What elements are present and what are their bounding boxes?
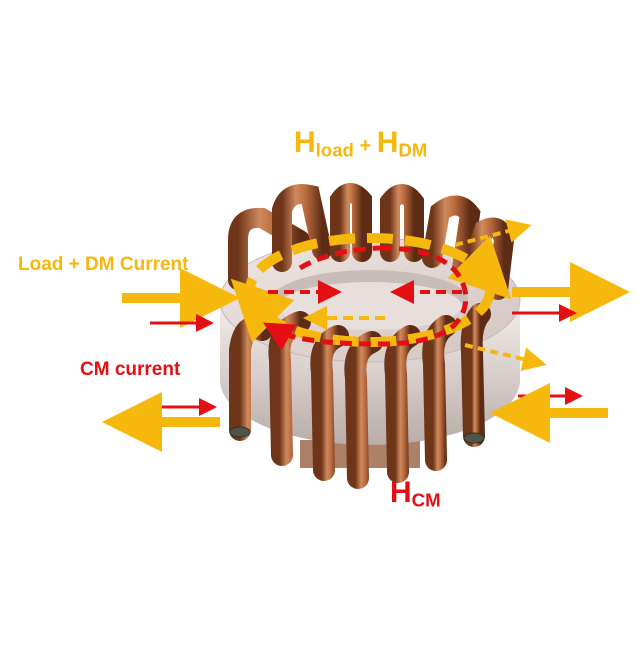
left-current-arrows (102, 268, 240, 452)
load-dm-flux-loop (230, 219, 547, 371)
cm-flux-loop (263, 245, 469, 351)
h-load-dm-label: Hload + HDM (294, 126, 428, 161)
right-current-arrows (490, 262, 630, 443)
cm-current-label: CM current (80, 359, 181, 380)
load-dm-current-label: Load + DM Current (18, 254, 189, 275)
h-cm-label: HCM (390, 476, 441, 511)
